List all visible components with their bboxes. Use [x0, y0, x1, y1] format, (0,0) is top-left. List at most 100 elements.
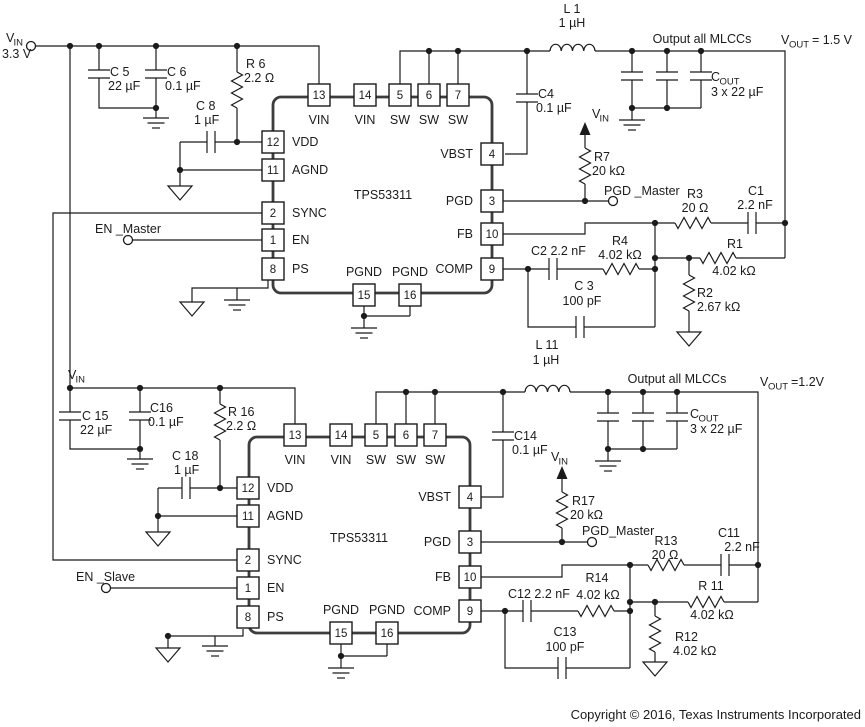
pin-name: COMP — [436, 262, 474, 276]
output-note-label: Output all MLCCs — [653, 32, 752, 46]
c16-value-label: 0.1 µF — [148, 415, 184, 429]
sync-interconnect-wire — [52, 212, 262, 561]
ground-icon — [126, 458, 154, 470]
c13-loop-wires — [504, 611, 630, 669]
pin-name: PGND — [323, 603, 359, 617]
c14-name-label: C14 — [514, 429, 537, 443]
l1-name-label: L 1 — [564, 2, 581, 16]
pin-name: SW — [419, 113, 439, 127]
r7-value-label: 20 kΩ — [592, 164, 625, 178]
pin-number: 5 — [373, 430, 379, 442]
c4-vbst-wires — [505, 51, 528, 155]
r2-name-label: R2 — [697, 286, 713, 300]
c15-c16-wires — [69, 388, 141, 459]
sw-bus-wire — [375, 391, 525, 424]
pin-number: 5 — [397, 90, 403, 102]
c4-value-label: 0.1 µF — [536, 101, 572, 115]
pin-name: PGND — [346, 265, 382, 279]
c5-name-label: C 5 — [110, 65, 130, 79]
cout-name-sub: OUT — [699, 414, 719, 425]
c15-value-label: 22 µF — [80, 423, 113, 437]
ground-icon — [145, 531, 171, 547]
vout-rail-wire — [570, 391, 759, 602]
c14-value-label: 0.1 µF — [512, 443, 548, 457]
pin-name: FB — [435, 570, 451, 584]
fb-wires — [503, 222, 675, 327]
pgd-master-terminal — [586, 536, 598, 548]
ground-icon — [167, 185, 193, 201]
ic-slave-pin-boxes — [236, 423, 482, 645]
pin-name: SW — [448, 113, 468, 127]
slave-circuit: V IN C 15 22 µF C16 0.1 µF R 16 2.2 Ω C … — [58, 338, 825, 680]
c16-name-label: C16 — [150, 401, 173, 415]
pin-name: PS — [267, 610, 284, 624]
pin-name: VBST — [418, 490, 451, 504]
pin-number: 15 — [358, 290, 371, 302]
cout-capacitor — [596, 412, 620, 422]
vout-net-label: V — [781, 33, 790, 47]
r13-name-label: R13 — [655, 534, 678, 548]
c4-capacitor — [515, 93, 539, 103]
r14-value-label: 4.02 kΩ — [576, 588, 619, 602]
l11-name-label: L 11 — [536, 338, 559, 352]
ic-master-name: TPS53311 — [354, 188, 412, 202]
r6-name-label: R 6 — [246, 57, 266, 71]
c13-name-label: C13 — [554, 625, 577, 639]
r1-resistor — [699, 251, 737, 265]
c2-capacitor — [548, 257, 558, 281]
r12-value-label: 4.02 kΩ — [673, 644, 716, 658]
c14-vbst-wires — [481, 392, 504, 498]
r4-value-label: 4.02 kΩ — [598, 248, 641, 262]
pin-name: PS — [292, 262, 309, 276]
pin-name: SW — [425, 453, 445, 467]
r11-value-label: 4.02 kΩ — [690, 608, 733, 622]
c4-name-label: C4 — [538, 87, 554, 101]
r1-name-label: R1 — [727, 237, 743, 251]
pin-name: VIN — [331, 453, 352, 467]
pin-number: 7 — [455, 90, 461, 102]
r16-resistor — [213, 403, 227, 441]
r7-name-label: R7 — [594, 150, 610, 164]
c6-name-label: C 6 — [167, 65, 187, 79]
r4-resistor — [602, 262, 640, 276]
pgd-master-label: PGD _Master — [604, 184, 680, 198]
pin-number: 10 — [486, 229, 499, 241]
sw-bus-wire — [399, 50, 550, 84]
ground-icon — [327, 667, 355, 679]
r14-name-label: R14 — [586, 571, 609, 585]
pin-name: COMP — [414, 604, 452, 618]
pin-number: 11 — [267, 165, 279, 177]
l1-inductor — [549, 43, 596, 52]
c1-capacitor — [747, 211, 757, 235]
c11-value-label: 2.2 nF — [724, 540, 760, 554]
ground-icon — [350, 327, 378, 339]
c6-value-label: 0.1 µF — [165, 79, 201, 93]
pin-name: VIN — [285, 453, 306, 467]
cout-capacitor — [655, 71, 679, 81]
vin-net-label: V — [68, 368, 77, 382]
vout-net-sub: OUT — [768, 382, 788, 393]
vin-terminal — [25, 40, 37, 52]
ps-ground-wires — [167, 629, 244, 648]
r1-value-label: 4.02 kΩ — [712, 264, 755, 278]
vin-voltage-label: 3.3 V — [2, 47, 32, 61]
pgd-master-terminal — [607, 195, 619, 207]
c5-value-label: 22 µF — [108, 79, 141, 93]
ground-icon — [179, 301, 205, 317]
pin-number: 13 — [313, 90, 326, 102]
pin-number: 13 — [289, 430, 302, 442]
pin-name: FB — [457, 227, 473, 241]
vin-rail-wire — [70, 387, 296, 424]
c8-value-label: 1 µF — [194, 113, 220, 127]
r6-resistor — [230, 71, 244, 109]
ground-icon — [223, 299, 251, 311]
vin-net-sub: IN — [14, 38, 24, 49]
vin-pull-net-sub: IN — [600, 114, 610, 125]
c15-name-label: C 15 — [82, 409, 108, 423]
pin-name: VBST — [440, 147, 473, 161]
pin-name: VDD — [292, 135, 318, 149]
r13-value-label: 20 Ω — [652, 548, 679, 562]
ps-ground-wires — [191, 280, 269, 302]
c3-name-label: C 3 — [574, 279, 594, 293]
ground-icon — [201, 645, 229, 657]
